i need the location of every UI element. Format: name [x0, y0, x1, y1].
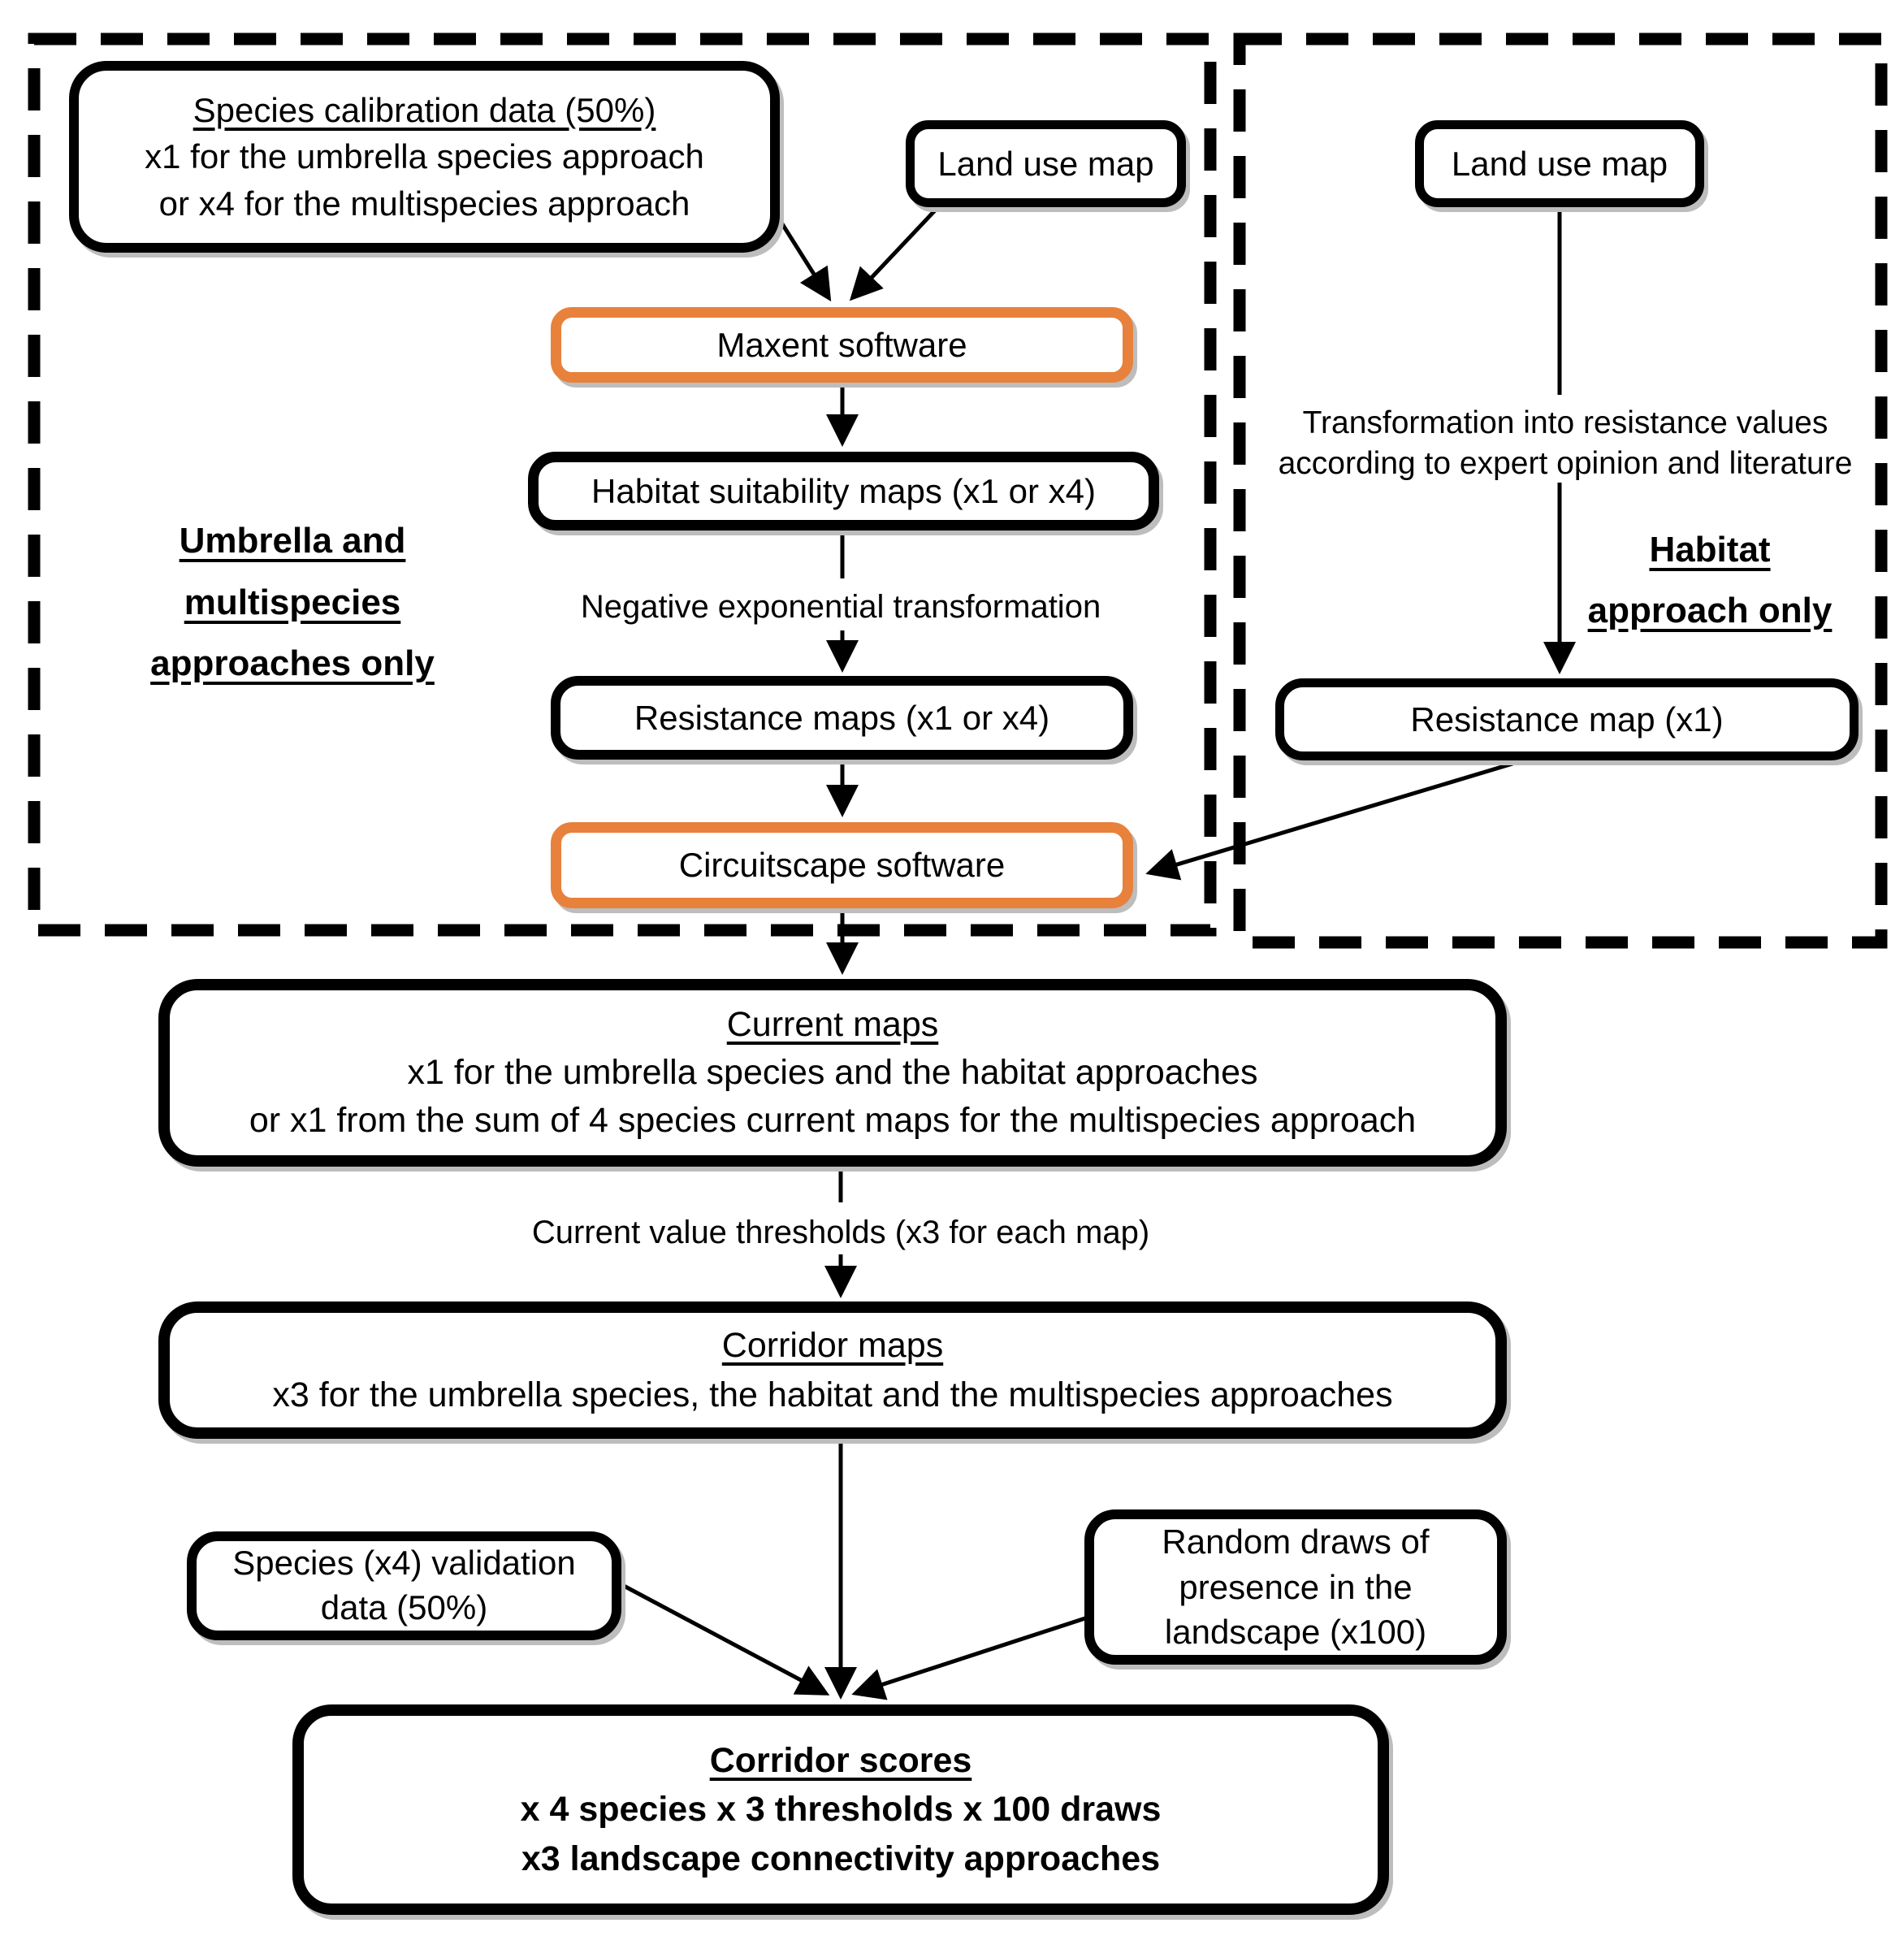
umbrella-multispecies-group-label: Umbrella and multispecies approaches onl…: [106, 510, 479, 695]
current-value-thresholds-note: Current value thresholds (x3 for each ma…: [431, 1212, 1251, 1253]
transformation-note: Transformation into resistance values ac…: [1244, 403, 1886, 484]
species-validation-line: data (50%): [320, 1588, 488, 1626]
corridor-scores-title: Corridor scores: [709, 1741, 972, 1781]
corridor-maps-title: Corridor maps: [721, 1326, 944, 1366]
random-draws-line: presence in the: [1179, 1567, 1413, 1606]
corridor-scores-line: x 4 species x 3 thresholds x 100 draws: [520, 1790, 1162, 1830]
species-calibration-line: or x4 for the multispecies approach: [158, 184, 690, 223]
land-use-map-left-label: Land use map: [937, 144, 1154, 183]
resistance-map-x1-box: Resistance map (x1): [1275, 678, 1859, 760]
current-maps-box: Current maps x1 for the umbrella species…: [158, 979, 1507, 1167]
umbrella-label-line: approaches only: [150, 643, 435, 684]
current-maps-line: or x1 from the sum of 4 species current …: [249, 1101, 1417, 1141]
negative-exponential-note: Negative exponential transformation: [495, 587, 1186, 627]
species-calibration-line: x1 for the umbrella species approach: [145, 137, 704, 176]
corridor-scores-box: Corridor scores x 4 species x 3 threshol…: [292, 1704, 1389, 1915]
land-use-map-right-box: Land use map: [1415, 120, 1704, 207]
species-calibration-title: Species calibration data (50%): [193, 91, 656, 130]
corridor-maps-box: Corridor maps x3 for the umbrella specie…: [158, 1301, 1507, 1439]
land-use-map-left-box: Land use map: [906, 120, 1186, 207]
arrow-validation-to-scores: [622, 1583, 830, 1696]
resistance-map-x1-label: Resistance map (x1): [1410, 699, 1724, 738]
maxent-software-box: Maxent software: [551, 307, 1133, 383]
circuitscape-software-label: Circuitscape software: [678, 846, 1006, 885]
umbrella-multispecies-group-border: [28, 32, 1217, 937]
current-maps-line: x1 for the umbrella species and the habi…: [407, 1052, 1258, 1092]
random-draws-box: Random draws of presence in the landscap…: [1084, 1509, 1507, 1665]
species-calibration-box: Species calibration data (50%) x1 for th…: [69, 61, 780, 253]
species-validation-line: Species (x4) validation: [232, 1544, 576, 1583]
habitat-label-line: approach only: [1587, 590, 1833, 630]
umbrella-label-line: Umbrella and: [179, 521, 406, 561]
random-draws-line: landscape (x100): [1164, 1613, 1427, 1652]
corridor-scores-line: x3 landscape connectivity approaches: [521, 1839, 1161, 1878]
habitat-suitability-maps-box: Habitat suitability maps (x1 or x4): [528, 452, 1159, 531]
current-value-thresholds-text: Current value thresholds (x3 for each ma…: [531, 1215, 1150, 1250]
corridor-maps-line: x3 for the umbrella species, the habitat…: [272, 1375, 1393, 1414]
land-use-map-right-label: Land use map: [1451, 144, 1668, 183]
habitat-suitability-maps-label: Habitat suitability maps (x1 or x4): [591, 471, 1096, 510]
habitat-group-label: Habitat approach only: [1531, 520, 1889, 642]
species-validation-box: Species (x4) validation data (50%): [187, 1531, 621, 1640]
arrow-calibration-to-maxent: [769, 206, 832, 302]
negative-exponential-note-text: Negative exponential transformation: [580, 589, 1101, 625]
random-draws-line: Random draws of: [1162, 1522, 1430, 1561]
habitat-label-line: Habitat: [1649, 530, 1771, 570]
arrow-resistance-right-to-circuitscape: [1145, 761, 1513, 881]
transformation-note-line: according to expert opinion and literatu…: [1278, 445, 1853, 481]
circuitscape-software-box: Circuitscape software: [551, 822, 1133, 908]
arrow-landuse-to-maxent: [849, 208, 937, 301]
maxent-software-label: Maxent software: [716, 325, 967, 364]
umbrella-label-line: multispecies: [184, 582, 401, 622]
arrow-random-draws-to-scores: [851, 1614, 1091, 1700]
resistance-maps-box: Resistance maps (x1 or x4): [551, 676, 1133, 760]
current-maps-title: Current maps: [726, 1004, 939, 1044]
transformation-note-line: Transformation into resistance values: [1302, 405, 1828, 440]
habitat-group-border: [1233, 32, 1888, 949]
resistance-maps-label: Resistance maps (x1 or x4): [634, 698, 1050, 737]
